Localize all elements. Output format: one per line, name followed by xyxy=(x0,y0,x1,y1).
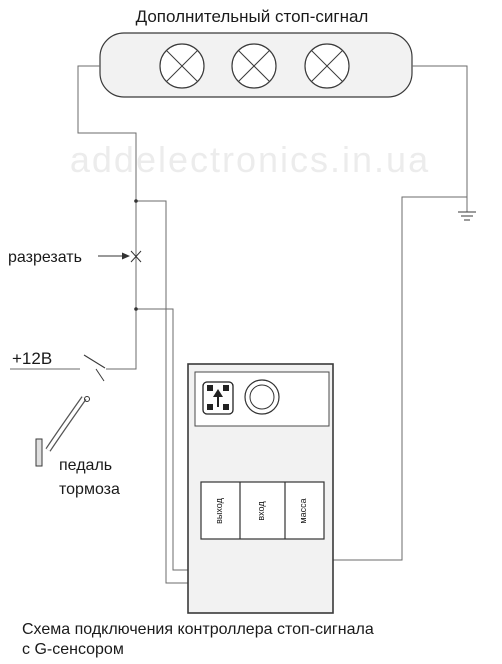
lamp-cross-icon xyxy=(304,43,350,89)
switch-icon xyxy=(83,354,106,382)
terminal-block xyxy=(200,481,325,540)
watermark: addelectronics.in.ua xyxy=(70,139,430,180)
lamp-cross-icon xyxy=(231,43,277,89)
ground-icon xyxy=(458,211,476,221)
pedal-label-line2: тормоза xyxy=(59,481,120,498)
diagram-title: Дополнительный стоп-сигнал xyxy=(136,7,369,26)
caption-line1: Схема подключения контроллера стоп-сигна… xyxy=(22,621,374,638)
indicator-ring-icon xyxy=(244,379,280,415)
terminal-label-input: вход xyxy=(256,501,266,521)
controller-module: выход вход масса xyxy=(187,363,334,614)
g-sensor-car-icon xyxy=(202,381,234,415)
caption-line2: с G-сенсором xyxy=(22,641,124,658)
power-label: +12В xyxy=(12,349,52,368)
pedal-label-line1: педаль xyxy=(59,457,112,474)
lamp-cross-icon xyxy=(159,43,205,89)
terminal-label-ground: масса xyxy=(298,498,308,523)
junction-dot xyxy=(134,199,138,203)
stop-lamp-housing xyxy=(99,32,413,98)
junction-dot xyxy=(134,307,138,311)
cut-label: разрезать xyxy=(8,249,82,266)
brake-pedal-icon xyxy=(35,396,90,467)
arrow-right-icon xyxy=(98,252,130,260)
terminal-label-output: выход xyxy=(214,497,224,523)
cut-x-icon xyxy=(130,250,142,263)
